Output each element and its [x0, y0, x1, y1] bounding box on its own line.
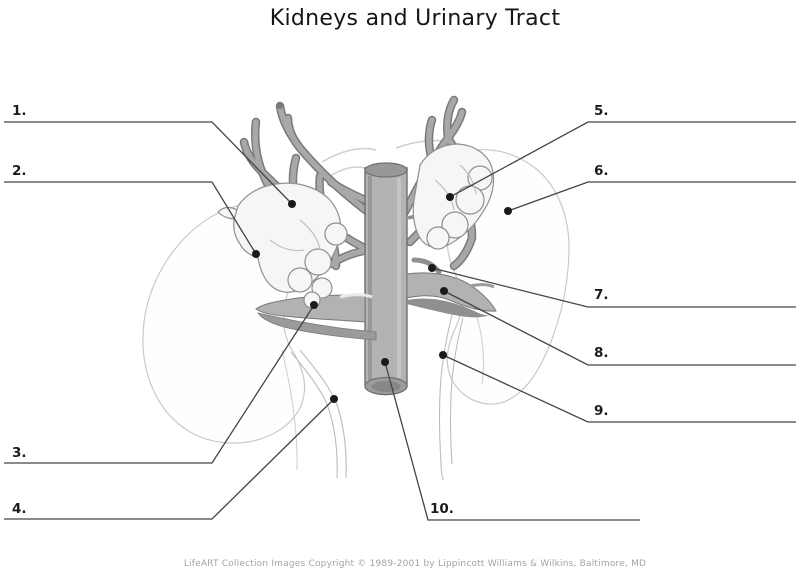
target-dot-9 [439, 351, 447, 359]
target-dot-1 [288, 200, 296, 208]
label-number-7: 7. [594, 287, 609, 303]
label-number-3: 3. [12, 445, 27, 461]
copyright-text: LifeART Collection Images Copyright © 19… [183, 559, 647, 569]
label-number-9: 9. [594, 403, 609, 419]
target-dot-7 [428, 264, 436, 272]
label-number-10: 10. [430, 501, 454, 517]
leader-line-8 [443, 290, 796, 366]
leader-line-5 [449, 121, 796, 198]
target-dot-5 [446, 193, 454, 201]
target-dot-8 [440, 287, 448, 295]
leader-line-7 [431, 267, 796, 308]
label-number-5: 5. [594, 103, 609, 119]
label-number-6: 6. [594, 163, 609, 179]
target-dot-10 [381, 358, 389, 366]
leader-line-6 [507, 181, 796, 212]
renal-vessels-left [255, 293, 377, 341]
target-dot-2 [252, 250, 260, 258]
ureter-right [438, 314, 464, 481]
leader-line-9 [442, 354, 796, 423]
adrenal-gland-left [217, 182, 348, 309]
target-dot-4 [330, 395, 338, 403]
label-number-8: 8. [594, 345, 609, 361]
target-dot-6 [504, 207, 512, 215]
label-number-2: 2. [12, 163, 27, 179]
leader-line-10 [384, 361, 640, 521]
leader-line-1 [4, 121, 293, 205]
leader-line-3 [4, 304, 315, 464]
label-number-4: 4. [12, 501, 27, 517]
renal-vessels-right [406, 257, 497, 318]
target-dot-3 [310, 301, 318, 309]
leader-line-4 [4, 398, 335, 520]
page-title: Kidneys and Urinary Tract [269, 6, 561, 31]
label-number-1: 1. [12, 103, 27, 119]
suprarenal-vessels-left [244, 106, 372, 266]
leader-line-2 [4, 181, 257, 255]
renal-artery-right [411, 257, 442, 275]
